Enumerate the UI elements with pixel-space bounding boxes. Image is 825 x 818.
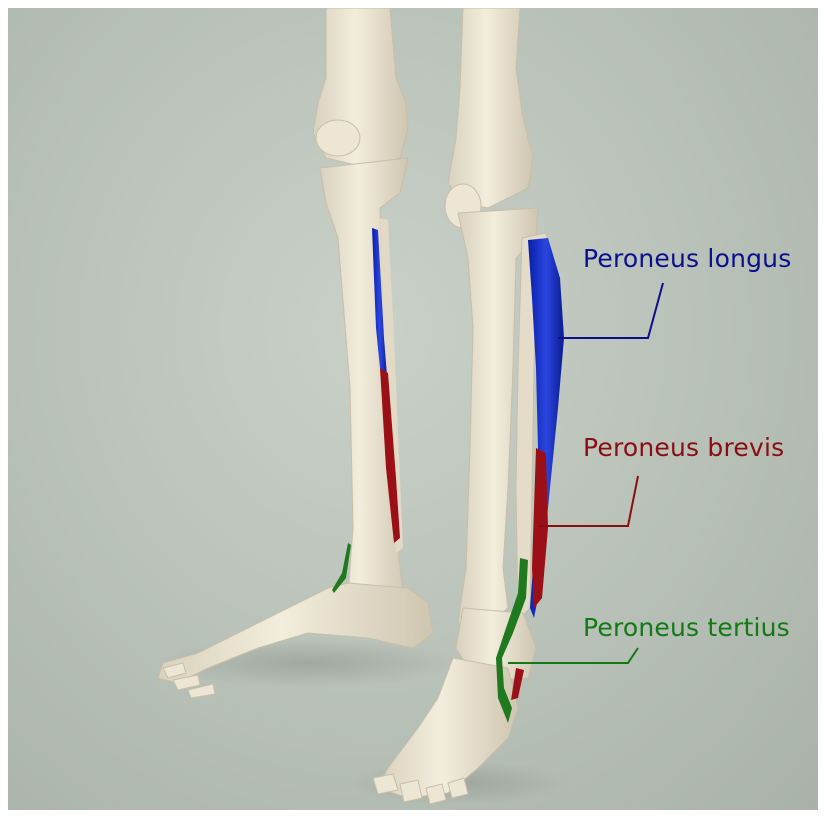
brevis-leader-line — [538, 476, 638, 526]
longus-leader-line — [558, 283, 663, 338]
left-leg-bones — [158, 8, 433, 698]
label-peroneus-longus: Peroneus longus — [583, 244, 791, 273]
right-peroneus-brevis — [532, 448, 548, 608]
figure-frame: Peroneus longus Peroneus brevis Peroneus… — [8, 8, 818, 810]
anatomy-illustration — [8, 8, 818, 810]
label-peroneus-tertius: Peroneus tertius — [583, 613, 790, 642]
label-peroneus-brevis: Peroneus brevis — [583, 433, 784, 462]
